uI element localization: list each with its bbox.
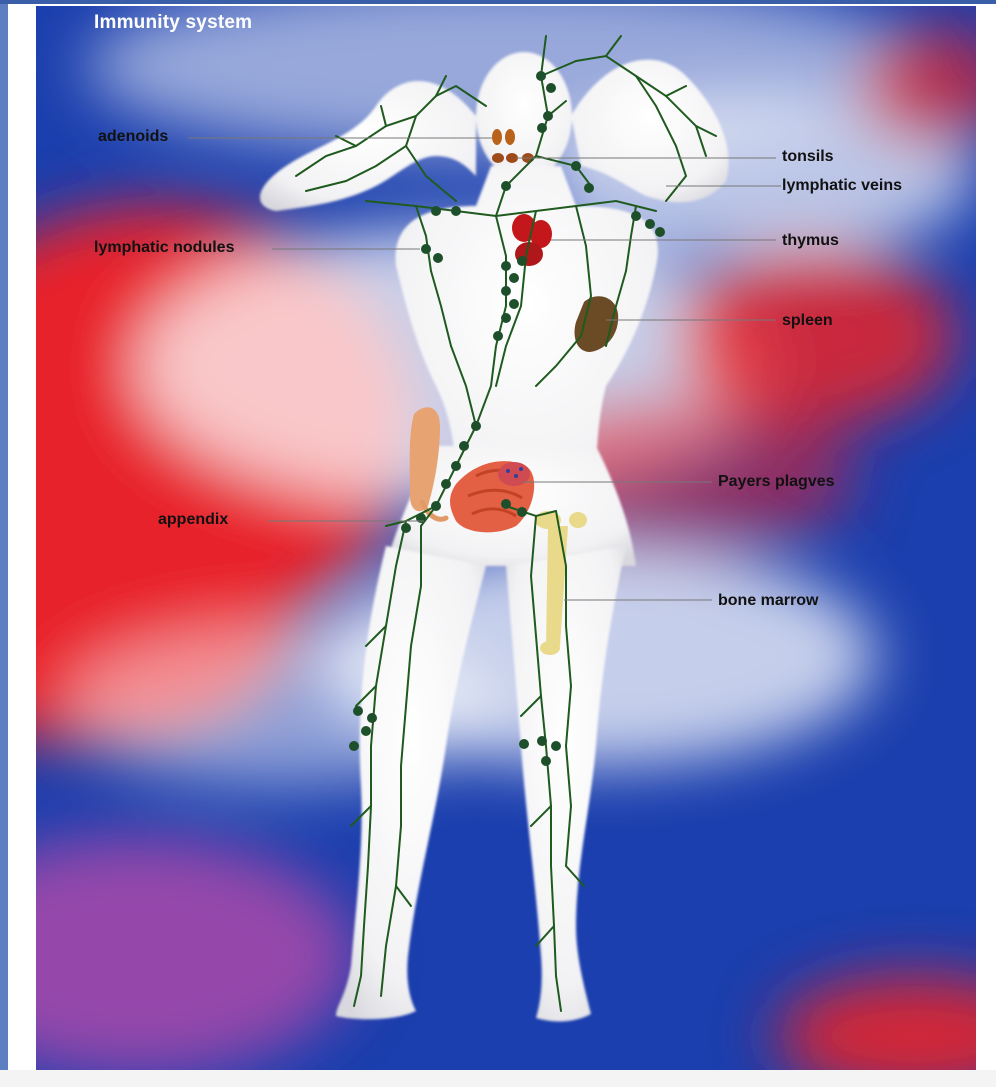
diagram-title: Immunity system [94,12,252,34]
label-bone-marrow: bone marrow [718,592,818,610]
label-payers-plagves: Payers plagves [718,473,835,491]
illustration-panel: Immunity system [36,6,976,1070]
top-edge-bar [0,0,996,4]
left-edge-bar [0,0,8,1087]
body-silhouette [260,52,729,1021]
body-figure [36,6,976,1070]
bottom-margin [0,1070,996,1087]
label-tonsils: tonsils [782,148,834,166]
label-thymus: thymus [782,232,839,250]
label-appendix: appendix [158,511,228,529]
label-lymphatic-veins: lymphatic veins [782,177,902,195]
label-adenoids: adenoids [98,128,168,146]
label-spleen: spleen [782,312,833,330]
label-lymphatic-nodules: lymphatic nodules [94,239,234,257]
